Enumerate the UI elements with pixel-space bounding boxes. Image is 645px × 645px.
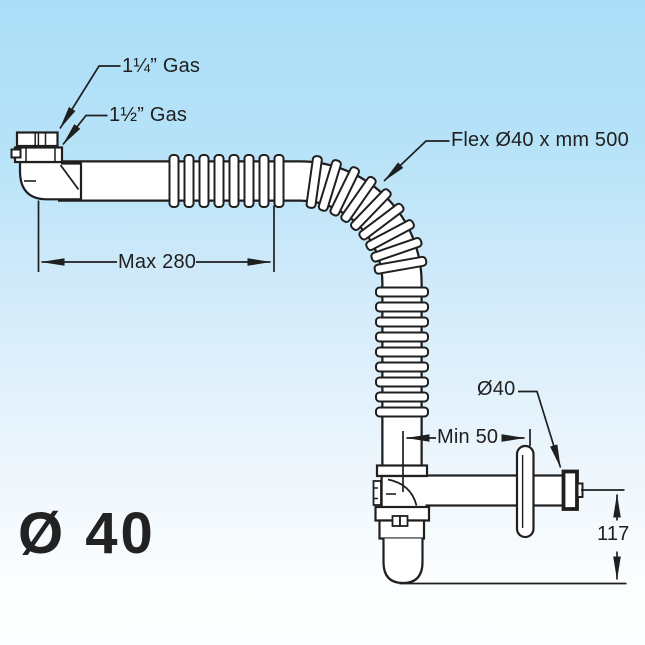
trap-top-nut <box>375 464 429 478</box>
gas-bottom-leader <box>62 114 108 146</box>
dim-max-280: Max 280 <box>118 251 197 273</box>
o40-leader <box>518 390 562 468</box>
wall-escutcheon <box>515 444 535 539</box>
dim-117: 117 <box>597 523 630 545</box>
outlet-pipe <box>413 474 570 507</box>
label-gas-1-quarter: 1¼” Gas <box>122 55 201 77</box>
trap-clip <box>372 480 382 506</box>
nut-1-quarter <box>15 131 59 148</box>
outlet-end-cap <box>561 469 579 511</box>
dimension-lines <box>37 65 627 585</box>
label-outlet-diameter: Ø40 <box>477 378 516 400</box>
dim-min-50: Min 50 <box>437 426 499 448</box>
label-gas-1-half: 1½” Gas <box>109 104 188 126</box>
inlet-fitting <box>10 131 83 201</box>
corrugation-ribs <box>168 154 429 418</box>
flex-leader <box>383 140 450 182</box>
product-diameter: Ø 40 <box>18 501 156 566</box>
nut-tab <box>10 148 22 159</box>
gas-top-leader <box>59 65 121 129</box>
trap-cup <box>382 538 424 585</box>
trap-and-outlet <box>372 444 584 585</box>
label-flex-hose: Flex Ø40 x mm 500 <box>451 129 629 151</box>
